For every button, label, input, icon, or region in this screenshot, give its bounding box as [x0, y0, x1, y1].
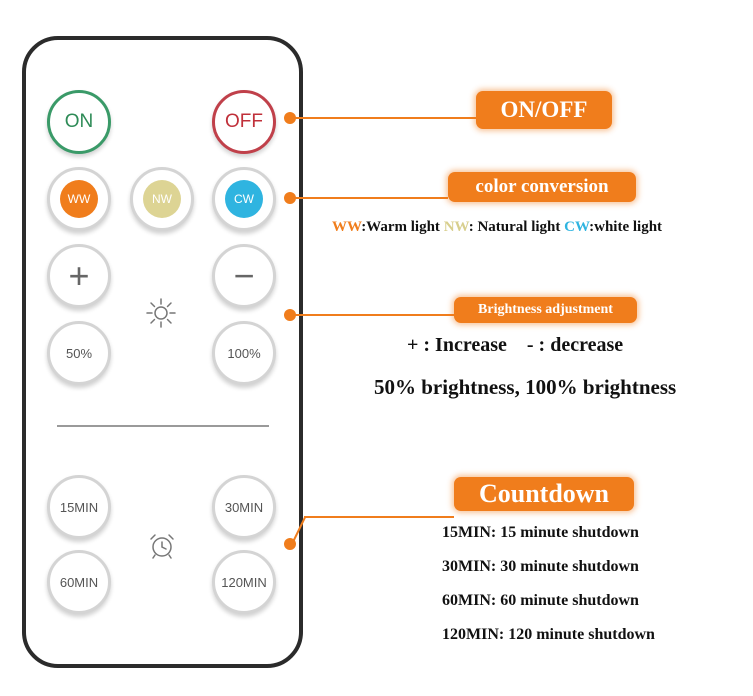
alarm-clock-icon	[146, 530, 178, 562]
onoff-label: ON/OFF	[476, 91, 612, 129]
color-title: color conversion	[475, 176, 609, 197]
cw-text: :white light	[589, 219, 663, 235]
ww-label: WW	[67, 192, 91, 206]
t60-label: 60MIN	[59, 574, 99, 590]
minus-label: −	[233, 255, 255, 296]
t30-label: 30MIN	[224, 499, 264, 515]
brightness-adjustment-label: Brightness adjustment	[454, 297, 637, 323]
brightness-title: Brightness adjustment	[478, 302, 613, 317]
increase-brightness-button[interactable]: +	[47, 244, 111, 308]
countdown-label: Countdown	[454, 477, 634, 511]
nw-code: NW	[443, 219, 469, 235]
onoff-callout-dot	[284, 112, 296, 124]
timer-30-button[interactable]: 30MIN	[212, 475, 276, 539]
ww-text: :Warm light	[361, 219, 444, 235]
sun-icon	[144, 296, 178, 330]
off-label: OFF	[225, 111, 263, 132]
countdown-leader-line-2	[304, 516, 454, 518]
on-label: ON	[64, 111, 94, 132]
off-button[interactable]: OFF	[212, 90, 276, 154]
cw-code: CW	[564, 219, 590, 235]
countdown-line-60: 60MIN: 60 minute shutdown	[442, 592, 639, 609]
b100-label: 100%	[227, 345, 261, 361]
timer-15-button[interactable]: 15MIN	[47, 475, 111, 539]
b50-label: 50%	[65, 345, 93, 361]
countdown-line-15: 15MIN: 15 minute shutdown	[442, 524, 639, 541]
ww-code: WW	[332, 219, 362, 235]
timer-120-button[interactable]: 120MIN	[212, 550, 276, 614]
brightness-description-1: + : Increase - : decrease	[407, 334, 624, 356]
color-leader-line	[292, 197, 448, 199]
t120-label: 120MIN	[221, 574, 267, 590]
countdown-line-30: 30MIN: 30 minute shutdown	[442, 558, 639, 575]
divider	[57, 425, 269, 427]
t15-label: 15MIN	[59, 499, 99, 515]
warm-light-button[interactable]: WW	[47, 167, 111, 231]
brightness-100-button[interactable]: 100%	[212, 321, 276, 385]
plus-label: +	[68, 255, 90, 296]
timer-60-button[interactable]: 60MIN	[47, 550, 111, 614]
nw-text: : Natural light	[468, 219, 565, 235]
color-conversion-label: color conversion	[448, 172, 636, 202]
white-light-button[interactable]: CW	[212, 167, 276, 231]
color-description: WW:Warm light NW: Natural light CW:white…	[332, 219, 662, 236]
brightness-callout-dot	[284, 309, 296, 321]
nw-label: NW	[152, 192, 172, 206]
onoff-title: ON/OFF	[500, 97, 588, 122]
brightness-description-2: 50% brightness, 100% brightness	[374, 375, 677, 399]
brightness-50-button[interactable]: 50%	[47, 321, 111, 385]
decrease-brightness-button[interactable]: −	[212, 244, 276, 308]
onoff-leader-line	[292, 117, 476, 119]
brightness-leader-line	[292, 314, 454, 316]
countdown-title: Countdown	[478, 479, 610, 508]
natural-light-button[interactable]: NW	[130, 167, 194, 231]
countdown-line-120: 120MIN: 120 minute shutdown	[442, 626, 655, 643]
color-callout-dot	[284, 192, 296, 204]
cw-label: CW	[234, 192, 254, 206]
on-button[interactable]: ON	[47, 90, 111, 154]
